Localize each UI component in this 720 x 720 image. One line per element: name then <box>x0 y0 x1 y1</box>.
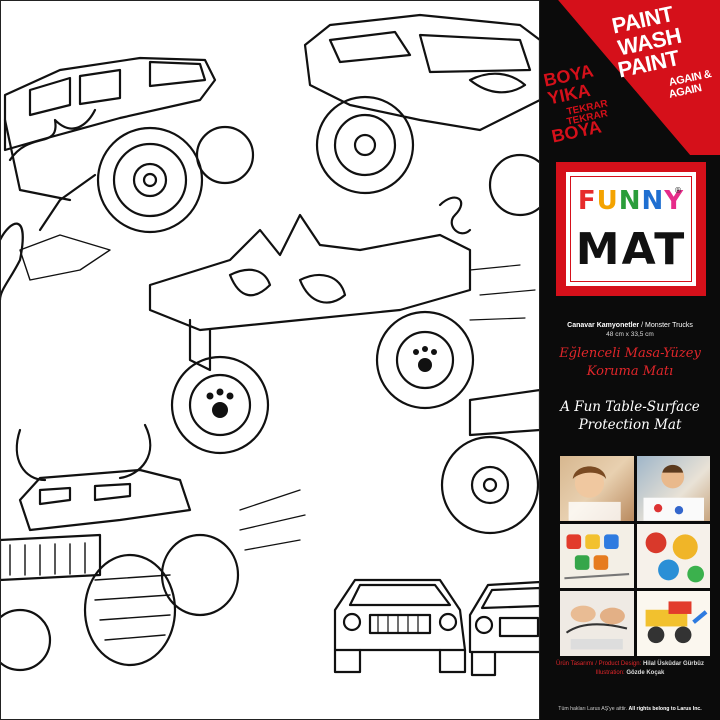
photo-hands-drawing <box>560 591 634 656</box>
logo-frame <box>570 176 692 282</box>
slogan-corner-banner <box>540 0 720 155</box>
photo-painted-truck <box>636 591 710 656</box>
product-name: Canavar Kamyonetler / Monster Trucks <box>540 322 720 329</box>
credit-illus-name: Gözde Koçak <box>626 670 665 676</box>
copyright-tr: Tüm hakları Larus AŞ'ye aittir. <box>558 706 629 712</box>
photo-paint-cups <box>560 523 634 589</box>
product-panel: PAINT WASH PAINT AGAIN & AGAIN BOYA YIKA… <box>540 0 720 720</box>
photo-child-smiling <box>560 456 634 521</box>
logo-mat-word: MAT <box>575 224 687 275</box>
credit-design: Ürün Tasarımı / Product Design: Hilal Üs… <box>540 660 720 669</box>
copyright-en: All rights belong to Larus Inc. <box>628 706 702 712</box>
credit-design-name: Hilal Üsküdar Gürbüz <box>642 661 704 667</box>
logo-letter-u: U <box>596 186 619 216</box>
tagline-en-line2: Protection Mat <box>578 417 682 434</box>
tagline-en-line1: A Fun Table-Surface <box>560 399 700 415</box>
registered-mark: ® <box>674 186 682 195</box>
credit-illustration: Illustration: Gözde Koçak <box>540 669 720 678</box>
logo-letter-n2: N <box>641 186 665 216</box>
logo-letter-f: F <box>577 186 597 216</box>
monster-trucks-illustration <box>0 0 540 720</box>
logo-funny-word: FUNNY <box>566 186 696 216</box>
copyright-footer: Tüm hakları Larus AŞ'ye aittir. All righ… <box>540 706 720 712</box>
logo-letter-y: Y <box>664 186 685 216</box>
product-name-tr: Canavar Kamyonetler <box>567 322 640 329</box>
paint-wash-slogan: PAINT WASH PAINT AGAIN & AGAIN <box>610 1 713 101</box>
tagline-tr-line2: Koruma Matı <box>586 363 674 379</box>
product-name-en: Monster Trucks <box>644 322 693 329</box>
truck-flames <box>0 56 255 302</box>
slogan-boya-2: BOYA <box>549 116 604 147</box>
credits: Ürün Tasarımı / Product Design: Hilal Üs… <box>540 660 720 678</box>
credit-illus-label: Illustration: <box>595 670 627 676</box>
tagline-turkish: Eğlenceli Masa-Yüzey Koruma Matı <box>540 345 720 380</box>
product-name-separator: / <box>639 322 645 329</box>
logo-letter-n1: N <box>618 186 642 216</box>
photo-child-painting <box>636 456 710 521</box>
photo-colored-mat <box>636 523 710 589</box>
credit-design-label: Ürün Tasarımı / Product Design: <box>556 661 643 667</box>
tagline-tr-line1: Eğlenceli Masa-Yüzey <box>559 346 701 361</box>
funny-mat-logo: FUNNY ® MAT <box>556 162 706 296</box>
product-size: 48 cm x 33,5 cm <box>606 331 654 338</box>
tagline-english: A Fun Table-Surface Protection Mat <box>540 398 720 434</box>
usage-photo-grid <box>560 456 710 656</box>
boya-yika-slogan: BOYA YIKA TEKRAR TEKRAR BOYA <box>542 61 609 147</box>
